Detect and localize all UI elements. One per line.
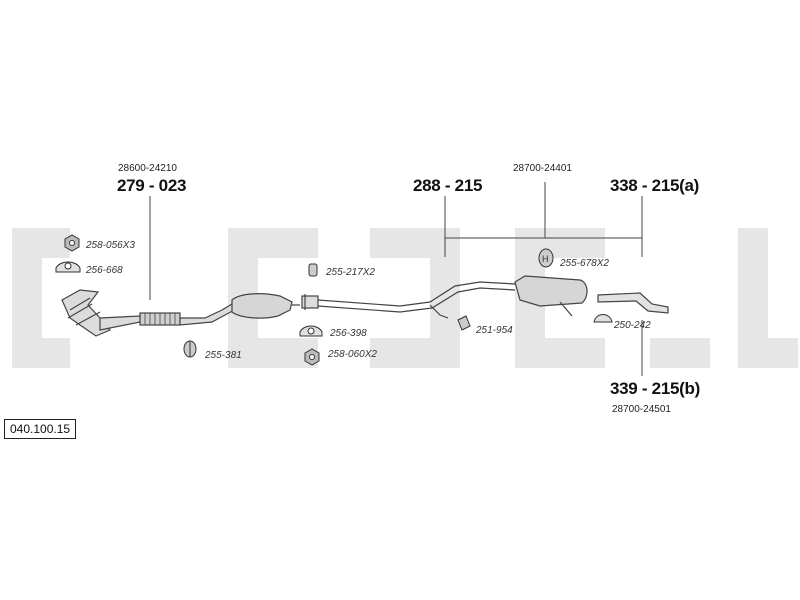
part-middle-pipe[interactable]: 288 - 215	[413, 176, 483, 195]
oem-rear-silencer-b: 28700-24501	[612, 404, 671, 415]
label-clamp-rear[interactable]: 250-242	[614, 320, 651, 331]
hanger-icon-mid	[457, 315, 471, 331]
nut-icon-mid	[304, 348, 320, 366]
nut-icon-front	[64, 234, 80, 252]
catalytic-converter	[231, 293, 300, 319]
label-clamp-mid[interactable]: 255-217X2	[326, 267, 375, 278]
part-rear-silencer-b[interactable]: 339 - 215(b)	[610, 379, 700, 398]
mount-icon-cat	[183, 340, 197, 358]
rear-silencer	[514, 275, 588, 317]
oem-front-pipe: 28600-24210	[118, 163, 177, 174]
tail-pipe	[597, 292, 669, 314]
svg-text:H: H	[542, 254, 549, 264]
label-mount-cat[interactable]: 255-381	[205, 350, 242, 361]
clamp-icon-mid	[308, 263, 318, 277]
label-hanger-mid[interactable]: 251-954	[476, 325, 513, 336]
label-gasket-mid[interactable]: 256-398	[330, 328, 367, 339]
part-rear-silencer-a[interactable]: 338 - 215(a)	[610, 176, 700, 195]
middle-pipe	[301, 281, 521, 319]
label-gasket-front[interactable]: 256-668	[86, 265, 123, 276]
reference-number: 040.100.15	[4, 419, 77, 439]
clamp-icon-rear	[593, 314, 613, 323]
front-pipe	[61, 289, 240, 337]
label-nut-front[interactable]: 258-056X3	[86, 240, 135, 251]
gasket-icon-front	[55, 261, 81, 273]
oem-rear-group: 28700-24401	[513, 163, 572, 174]
leader-lines	[149, 182, 643, 376]
part-front-pipe[interactable]: 279 - 023	[117, 176, 187, 195]
label-mount-rear[interactable]: 255-678X2	[560, 258, 609, 269]
mount-icon-rear: H	[538, 248, 554, 268]
gasket-icon-mid	[299, 325, 323, 337]
label-nut-mid[interactable]: 258-060X2	[328, 349, 377, 360]
